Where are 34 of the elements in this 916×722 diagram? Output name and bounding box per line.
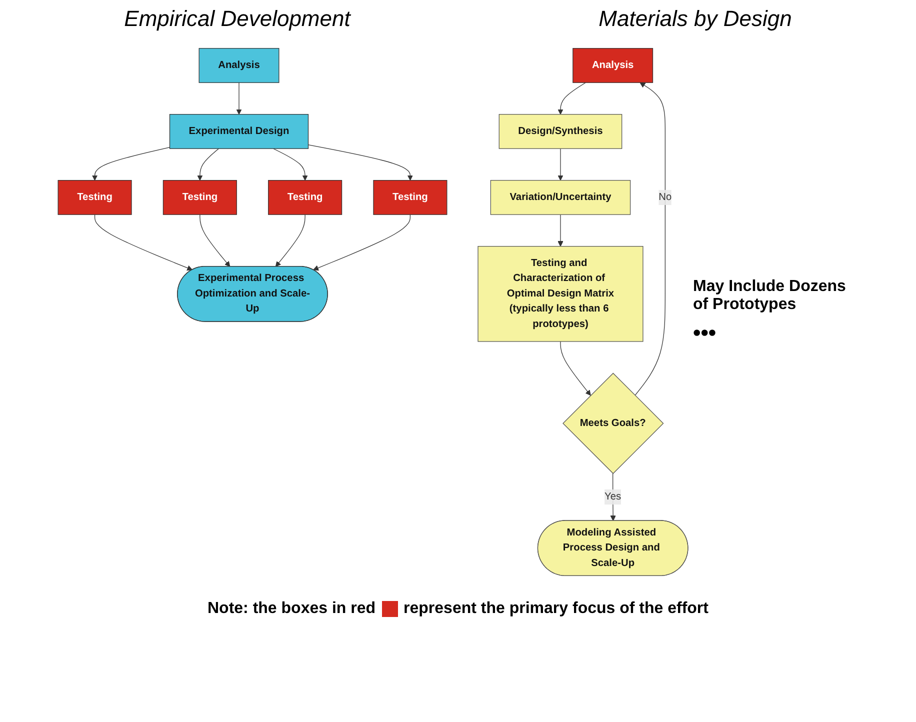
arrow [275, 214, 306, 267]
node-box: Variation/Uncertainty [490, 180, 631, 215]
arrow [236, 82, 242, 115]
edge-label: Yes [604, 491, 622, 502]
arrow [200, 214, 230, 267]
arrow [558, 148, 564, 181]
arrow [197, 148, 220, 181]
node-box: Testing [373, 180, 448, 215]
arrow [560, 341, 591, 396]
arrow [634, 82, 666, 396]
note-text: Note: the boxes in red [208, 600, 376, 617]
node-box: Testing [58, 180, 132, 215]
arrow [558, 214, 564, 247]
arrow [94, 214, 193, 271]
panel-heading: Materials by Design [598, 6, 792, 32]
legend-text: represent the primary focus of the effort [404, 600, 708, 617]
arrow [610, 473, 616, 522]
arrow [313, 214, 411, 271]
node-box: Design/Synthesis [498, 114, 622, 149]
ellipsis-text: ••• [693, 320, 718, 346]
arrow [92, 147, 170, 181]
arrow [308, 144, 413, 181]
arrow [272, 148, 308, 181]
node-diamond: Meets Goals? [562, 372, 664, 474]
edge-label: No [658, 192, 672, 203]
arrow [558, 82, 586, 115]
panel-heading: Empirical Development [124, 6, 350, 32]
node-box: Testing [162, 180, 237, 215]
node-box: Experimental Design [169, 114, 309, 149]
node-box: Analysis [198, 48, 280, 83]
node-box: Analysis [572, 48, 654, 83]
note-text: May Include Dozens of Prototypes [693, 278, 847, 314]
node-box: Testing [268, 180, 342, 215]
node-box: Testing and Characterization of Optimal Design Matrix (typically less than 6 prototypes) [478, 246, 644, 342]
